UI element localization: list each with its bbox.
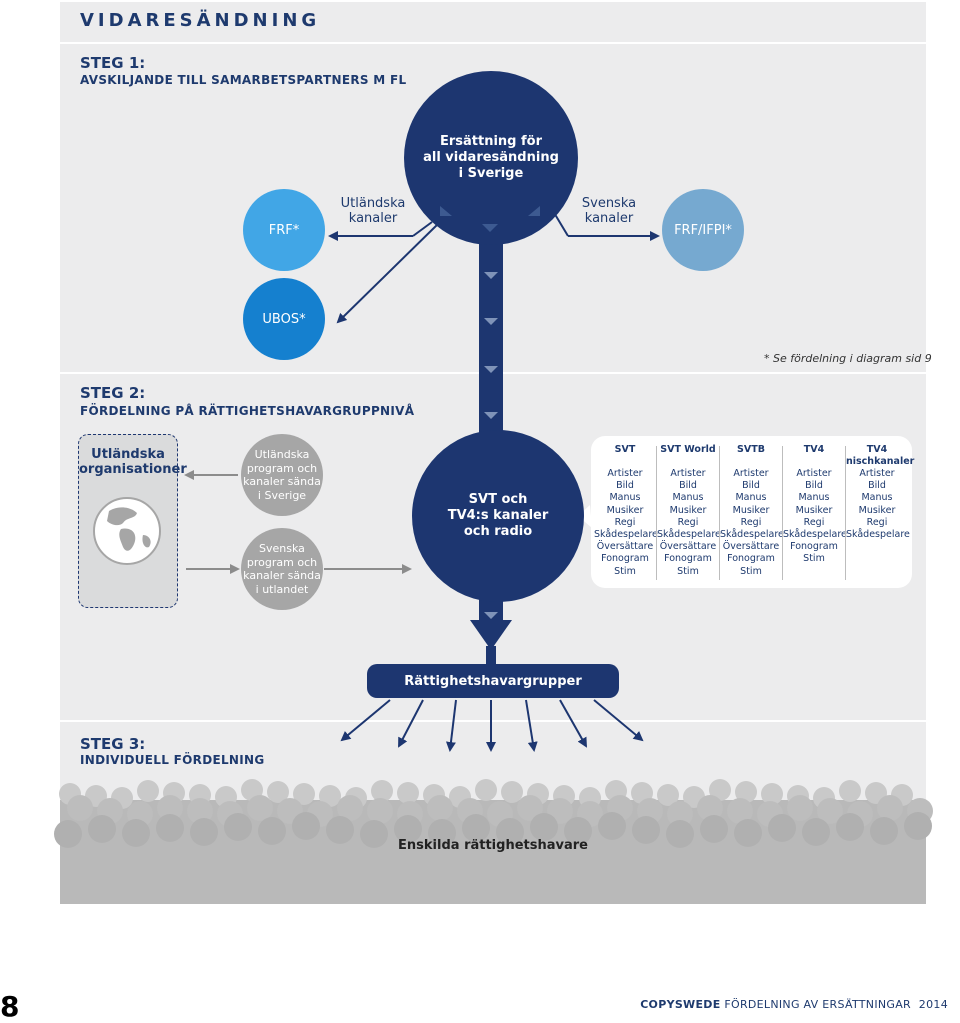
crowd-silhouette	[54, 779, 933, 904]
rights-group-item: Manus	[609, 492, 641, 504]
step3-subtitle: INDIVIDUELL FÖRDELNING	[80, 753, 265, 767]
rights-group-item: Skådespelare	[594, 529, 658, 541]
step1-subtitle: AVSKILJANDE TILL SAMARBETSPARTNERS M FL	[80, 73, 407, 87]
channel-name: SVTB	[737, 444, 765, 455]
frf-ifpi-circle: FRF/IFPI*	[662, 189, 744, 271]
rights-group-item: Artister	[733, 468, 769, 479]
rights-group-item: Artister	[607, 468, 643, 479]
rights-group-item: Fonogram	[664, 553, 712, 565]
step2-title: STEG 2:	[80, 384, 146, 402]
rights-group-item: Stim	[740, 565, 762, 577]
rights-group-item: Skådespelare	[657, 529, 721, 541]
page-number: 8	[0, 990, 20, 1023]
rights-group-item: Översättare	[659, 541, 717, 553]
svt-tv4-circle: SVT och TV4:s kanaler och radio	[412, 430, 584, 602]
funnel-tip	[470, 620, 512, 650]
step3-title: STEG 3:	[80, 735, 146, 753]
rights-group-item: Regi	[677, 516, 699, 528]
rights-group-item: Översättare	[722, 541, 780, 553]
arrow-to-ubos	[336, 221, 441, 324]
column-divider	[656, 446, 657, 580]
footer: COPYSWEDE FÖRDELNING AV ERSÄTTNINGAR 201…	[640, 998, 948, 1011]
footnote: * Se fördelning i diagram sid 9	[764, 352, 932, 365]
column-divider	[719, 446, 720, 580]
foreign-programs-circle: Utländska program och kanaler sända i Sv…	[241, 434, 323, 516]
circle-chevrons	[440, 206, 540, 232]
rights-group-item: Fonogram	[790, 541, 838, 553]
rights-group-item: Manus	[861, 492, 893, 504]
column-divider	[845, 446, 846, 580]
rights-group-item: Musiker	[606, 504, 644, 516]
page-heading: VIDARESÄNDNING	[80, 10, 321, 31]
rights-group-item: Manus	[672, 492, 704, 504]
distribution-arrows	[340, 699, 644, 752]
column-divider	[782, 446, 783, 580]
individual-rightsholders-label: Enskilda rättighetshavare	[398, 838, 588, 853]
rights-group-item: Musiker	[732, 504, 770, 516]
rights-group-item: Skådespelare	[783, 529, 847, 541]
swedish-channels-label: Svenska kanaler	[581, 196, 637, 226]
rights-group-item: Artister	[796, 468, 832, 479]
rights-group-item: Musiker	[795, 504, 833, 516]
step1-title: STEG 1:	[80, 54, 146, 72]
rights-group-item: Regi	[866, 516, 888, 528]
rights-group-item: Översättare	[596, 541, 654, 553]
rights-group-item: Musiker	[669, 504, 707, 516]
rights-group-item: Stim	[803, 553, 825, 565]
total-compensation-circle: Ersättning för all vidaresändning i Sver…	[404, 71, 578, 245]
step2-subtitle: FÖRDELNING PÅ RÄTTIGHETSHAVARGRUPPNIVÅ	[80, 404, 415, 418]
rights-group-item: Regi	[803, 516, 825, 528]
rights-groups-box: Rättighetshavargrupper	[367, 664, 619, 698]
channel-callout	[591, 436, 912, 588]
ubos-circle: UBOS*	[243, 278, 325, 360]
foreign-organisations-box: Utländska organisationer	[78, 434, 187, 608]
rights-group-item: Regi	[614, 516, 636, 528]
rights-group-item: Manus	[798, 492, 830, 504]
channel-name: SVT World	[660, 444, 716, 455]
rights-group-item: Bild	[868, 480, 886, 492]
rights-group-item: Artister	[670, 468, 706, 479]
foreign-channels-label: Utländska kanaler	[340, 196, 406, 226]
footer-title: FÖRDELNING AV ERSÄTTNINGAR	[724, 998, 911, 1011]
rights-group-item: Manus	[735, 492, 767, 504]
footer-year: 2014	[918, 998, 948, 1011]
rights-group-item: Regi	[740, 516, 762, 528]
rights-group-item: Musiker	[858, 504, 896, 516]
foreign-organisations-label: Utländska organisationer	[79, 447, 187, 477]
rights-group-item: Stim	[677, 565, 699, 577]
footer-brand: COPYSWEDE	[640, 998, 721, 1011]
channel-name: TV4 nischkanaler	[846, 444, 915, 468]
rights-group-item: Artister	[859, 468, 895, 479]
channel-name: SVT	[614, 444, 636, 455]
frf-circle: FRF*	[243, 189, 325, 271]
rights-group-item: Fonogram	[601, 553, 649, 565]
rights-group-item: Skådespelare	[846, 529, 910, 541]
rights-group-item: Bild	[742, 480, 760, 492]
rights-group-item: Bild	[805, 480, 823, 492]
rights-group-item: Bild	[616, 480, 634, 492]
rights-group-item: Stim	[614, 565, 636, 577]
rights-group-item: Skådespelare	[720, 529, 784, 541]
channel-name: TV4	[803, 444, 825, 455]
swedish-programs-circle: Svenska program och kanaler sända i utla…	[241, 528, 323, 610]
rights-group-item: Bild	[679, 480, 697, 492]
globe-icon	[93, 497, 161, 565]
rights-group-item: Fonogram	[727, 553, 775, 565]
heading-panel	[60, 2, 926, 42]
